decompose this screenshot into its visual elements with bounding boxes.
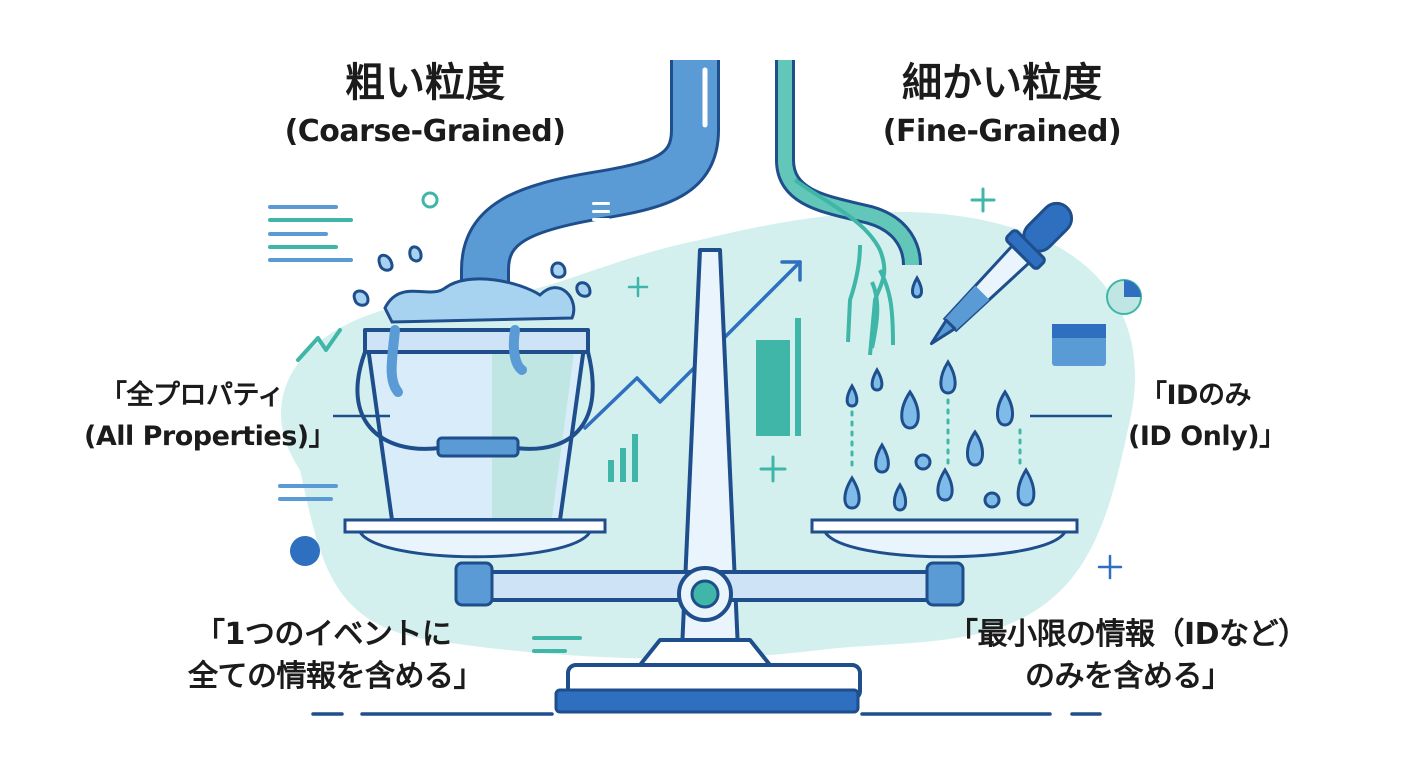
fine-title-en: (Fine-Grained) xyxy=(882,114,1122,149)
coarse-caption-line1: 「1つのイベントに xyxy=(195,617,452,652)
scale-icon xyxy=(454,248,965,714)
plus-icon xyxy=(759,455,787,483)
splash-icon xyxy=(352,245,592,324)
pie-chart-icon xyxy=(1106,279,1142,315)
fine-caption-line2: のみを含める」 xyxy=(1025,659,1232,694)
drip-dots xyxy=(850,398,1022,472)
decor-ring-icon xyxy=(421,191,439,209)
fine-label-line1: 「IDのみ xyxy=(1140,380,1251,411)
thin-pipe-icon xyxy=(775,60,922,356)
coarse-label-line2: (All Properties)」 xyxy=(84,421,336,452)
decor-lines-left xyxy=(268,205,582,653)
coarse-title-ja: 粗い粒度 xyxy=(345,60,505,106)
trend-arrow-icon xyxy=(583,260,802,430)
plus-icon xyxy=(1097,554,1123,580)
decor-dot-icon xyxy=(290,536,320,566)
fine-caption-line1: 「最小限の情報（IDなど） xyxy=(948,617,1308,652)
water-drop-icon xyxy=(843,275,1036,512)
bucket-icon xyxy=(355,325,595,522)
fine-title-ja: 細かい粒度 xyxy=(902,60,1102,106)
coarse-title-en: (Coarse-Grained) xyxy=(284,114,566,149)
coarse-caption-line2: 全ての情報を含める」 xyxy=(188,659,484,694)
pipe-icon xyxy=(460,60,720,300)
plus-icon xyxy=(627,276,649,298)
card-icon xyxy=(1052,324,1106,366)
left-plate-icon xyxy=(343,518,607,559)
zigzag-icon xyxy=(296,328,342,362)
plus-icon xyxy=(970,187,996,213)
dropper-icon xyxy=(929,201,1074,346)
right-plate-icon xyxy=(810,518,1079,559)
bar-chart-icon xyxy=(608,318,801,482)
coarse-label-line1: 「全プロパティ xyxy=(100,380,284,411)
fine-label-line2: (ID Only)」 xyxy=(1128,421,1286,452)
